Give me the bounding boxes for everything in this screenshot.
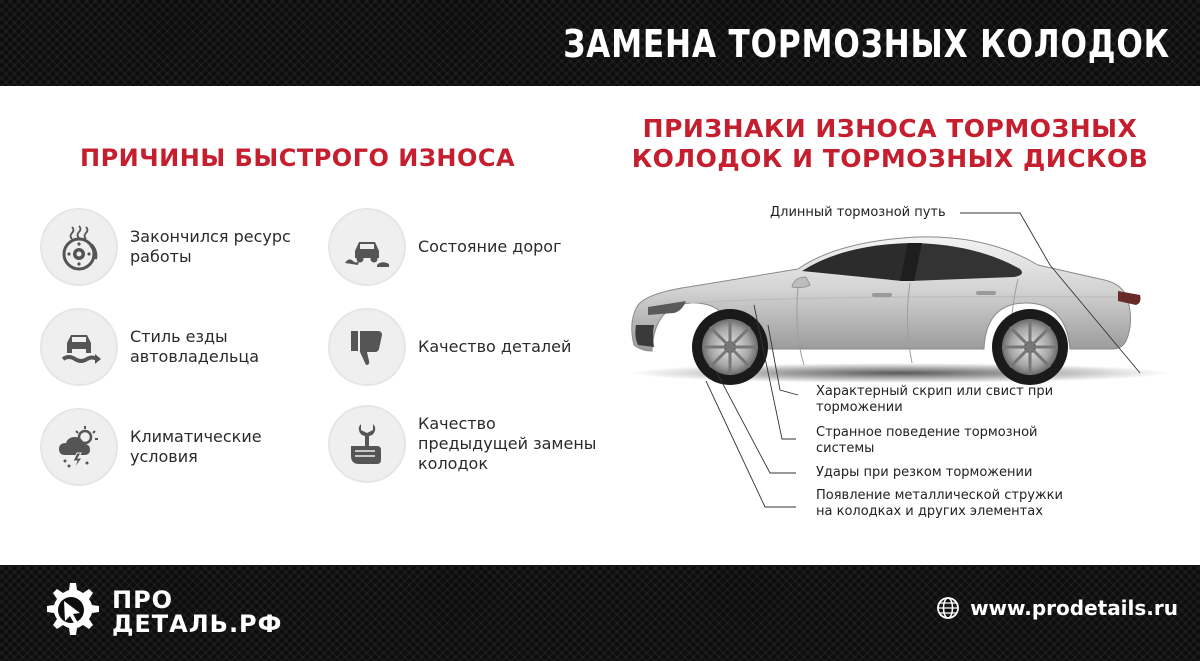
- causes-heading: ПРИЧИНЫ БЫСТРОГО ИЗНОСА: [80, 144, 516, 172]
- car-on-rough-road-icon: [328, 208, 406, 286]
- weather-storm-icon: [40, 408, 118, 486]
- cause-item-parts-quality: Качество деталей: [328, 308, 598, 386]
- sign-long-braking-distance: Длинный тормозной путь: [770, 205, 946, 220]
- header-band: ЗАМЕНА ТОРМОЗНЫХ КОЛОДОК: [0, 0, 1200, 86]
- cause-label-driving-style: Стиль езды автовладельца: [130, 327, 260, 366]
- website-link[interactable]: www.prodetails.ru: [936, 596, 1178, 620]
- car-illustration: [630, 212, 1170, 508]
- brand-logo[interactable]: ПРО ДЕТАЛЬ.РФ: [38, 577, 282, 647]
- gear-cursor-icon: [38, 577, 104, 647]
- website-url: www.prodetails.ru: [970, 596, 1178, 620]
- sign-strange-behavior: Странное поведение тормозной системы: [816, 425, 1038, 456]
- footer-band: [0, 565, 1200, 661]
- sign-hard-braking-knocks: Удары при резком торможении: [816, 465, 1033, 480]
- cause-label-climate: Климатические условия: [130, 427, 262, 466]
- cause-label-roads: Состояние дорог: [418, 237, 562, 256]
- signs-heading-line1: ПРИЗНАКИ ИЗНОСА ТОРМОЗНЫХ: [642, 114, 1138, 143]
- cause-item-climate: Климатические условия: [40, 408, 320, 486]
- signs-heading-line2: КОЛОДОК И ТОРМОЗНЫХ ДИСКОВ: [631, 144, 1149, 173]
- signs-heading: ПРИЗНАКИ ИЗНОСА ТОРМОЗНЫХ КОЛОДОК И ТОРМ…: [620, 114, 1160, 174]
- brand-name: ПРО ДЕТАЛЬ.РФ: [112, 586, 283, 638]
- sign-metal-shavings: Появление металлической стружки на колод…: [816, 488, 1063, 519]
- sign-squeak: Характерный скрип или свист при торможен…: [816, 384, 1054, 415]
- cause-item-driving-style: Стиль езды автовладельца: [40, 308, 320, 386]
- hand-wrench-icon: [328, 405, 406, 483]
- cause-item-previous-replacement: Качество предыдущей замены колодок: [328, 405, 598, 483]
- brake-disc-icon: [40, 208, 118, 286]
- cause-label-resource: Закончился ресурс работы: [130, 227, 291, 266]
- cause-item-roads: Состояние дорог: [328, 208, 598, 286]
- page-title: ЗАМЕНА ТОРМОЗНЫХ КОЛОДОК: [563, 22, 1170, 66]
- thumbs-down-icon: [328, 308, 406, 386]
- car-illustration-area: Длинный тормозной путь Характерный скрип…: [620, 195, 1180, 525]
- car-driving-style-icon: [40, 308, 118, 386]
- cause-label-parts-quality: Качество деталей: [418, 337, 572, 356]
- cause-label-previous-replacement: Качество предыдущей замены колодок: [418, 414, 597, 473]
- globe-icon: [937, 597, 959, 619]
- cause-item-resource: Закончился ресурс работы: [40, 208, 320, 286]
